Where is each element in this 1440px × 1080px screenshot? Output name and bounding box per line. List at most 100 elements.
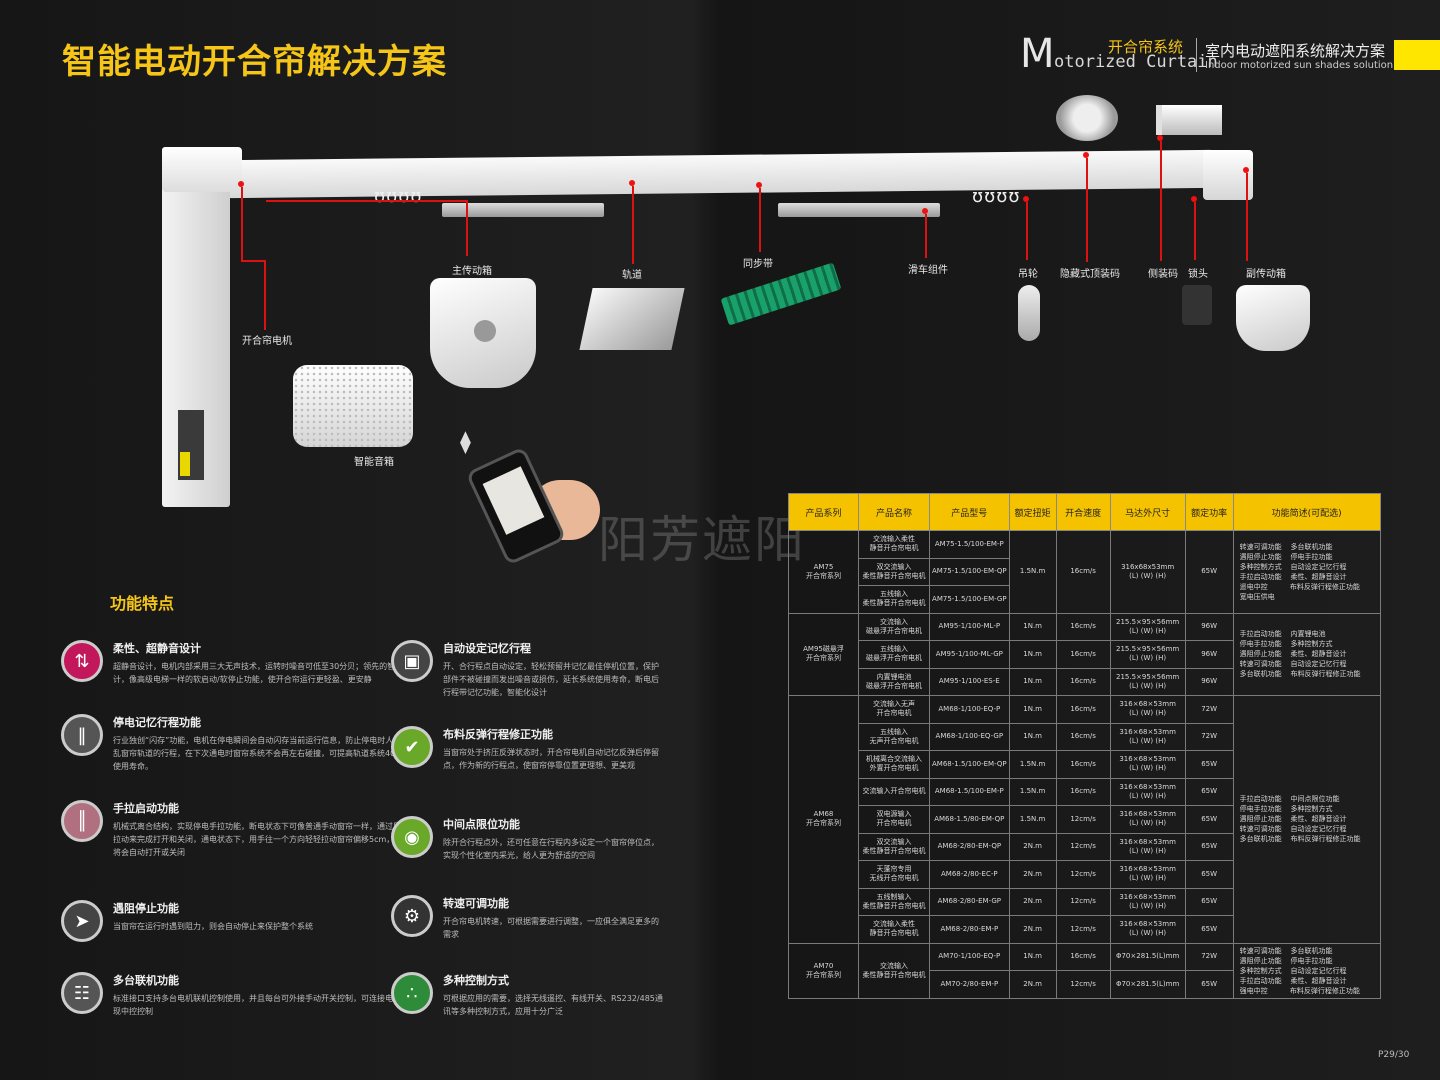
table-cell: 2N.m (1008, 915, 1057, 944)
brand-subtitle-en: Indoor motorized sun shades solution (1205, 60, 1394, 71)
label-aux-gear: 副传动箱 (1246, 269, 1286, 280)
table-cell: 65W (1184, 530, 1234, 614)
table-cell: 16cm/s (1055, 612, 1111, 641)
table-cell: 1.5N.m (1008, 530, 1057, 614)
feature-item: ‖停电记忆行程功能行业独创“闪存”功能，电机在停电瞬间会自动闪存当前运行信息，防… (61, 714, 413, 773)
pointer-dot-aux-gear (1243, 167, 1249, 173)
feature-desc: 机械式离合结构，实现停电手拉功能，断电状态下可像普通手动窗帘一样，通过用手拉动来… (113, 822, 411, 857)
feature-item: ║手拉启动功能机械式离合结构，实现停电手拉功能，断电状态下可像普通手动窗帘一样，… (61, 800, 413, 859)
table-cell: 16cm/s (1055, 722, 1111, 751)
table-cell: 16cm/s (1055, 695, 1111, 724)
label-hanger: 吊轮 (1018, 269, 1038, 280)
feature-item: ➤遇阻停止功能当窗帘在运行时遇到阻力，则会自动停止来保护整个系统 (61, 900, 413, 942)
aux-gearbox-image (1236, 285, 1310, 351)
table-cell: 交流输入开合帘电机 (858, 777, 930, 806)
table-cell: 215.5×95×56mm(L) (W) (H) (1109, 640, 1186, 669)
smart-speaker-image (293, 365, 413, 447)
spec-table: 产品系列产品名称产品型号额定扭矩开合速度马达外尺寸额定功率功能简述(可配选) A… (788, 493, 1381, 999)
table-cell: 96W (1184, 612, 1234, 641)
table-cell: 16cm/s (1055, 750, 1111, 779)
label-belt: 同步带 (743, 259, 773, 270)
brand-divider (1196, 38, 1197, 72)
table-cell: 72W (1184, 722, 1234, 751)
wifi-icon: ⧫ (460, 430, 471, 455)
table-cell: 65W (1184, 970, 1234, 999)
table-cell: AM68-2/80-EM-P (929, 915, 1010, 944)
table-cell: 12cm/s (1055, 887, 1111, 916)
table-cell: 12cm/s (1055, 805, 1111, 834)
table-cell: 五线输入无声开合帘电机 (858, 722, 930, 751)
feature-item: ✔布料反弹行程修正功能当窗帘处于挤压反弹状态时，开合帘电机自动记忆反弹后停留点，… (391, 726, 663, 772)
label-speaker: 智能音箱 (354, 457, 394, 468)
phone-in-hand-image: ⧫ (460, 430, 600, 566)
leader-line-gear (266, 200, 466, 202)
table-cell: 内置锂电池磁悬浮开合帘电机 (858, 667, 930, 696)
pointer-dot-lock (1191, 196, 1197, 202)
table-cell: 96W (1184, 640, 1234, 669)
feature-item: ⚙转速可调功能开合帘电机转速，可根据需要进行调整，一应俱全满足更多的需求 (391, 895, 663, 941)
column-header: 产品型号 (929, 493, 1010, 531)
motor-label-plate (178, 410, 204, 480)
table-cell: 12cm/s (1055, 832, 1111, 861)
table-cell: AM95磁悬浮开合帘系列 (788, 612, 859, 696)
feature-title: 柔性、超静音设计 (113, 642, 201, 655)
table-cell: 五线输入磁悬浮开合帘电机 (858, 640, 930, 669)
carriage-bracket-left-image (442, 203, 604, 217)
table-cell: AM68-2/80-EM-GP (929, 887, 1010, 916)
feature-desc: 当窗帘在运行时遇到阻力，则会自动停止来保护整个系统 (113, 922, 313, 931)
table-cell: Φ70×281.5(L)mm (1109, 970, 1186, 999)
curtain-pull-icon: ║ (61, 800, 103, 842)
gears-icon: ⚙ (391, 895, 433, 937)
pointer-dot-hanger (1023, 196, 1029, 202)
feature-item: ☷多台联机功能标准接口支持多台电机联机控制使用，并且每台可外接手动开关控制，可连… (61, 972, 413, 1018)
leader-line-carriage (925, 214, 927, 258)
table-cell: 16cm/s (1055, 942, 1111, 971)
table-cell: 双电源输入开合帘电机 (858, 805, 930, 834)
table-cell: 65W (1184, 887, 1234, 916)
feature-desc: 超静音设计，电机内部采用三大无声技术，运转时噪音可低至30分贝；领先的智能设计，… (113, 662, 412, 684)
leader-line-lock (1194, 202, 1196, 260)
table-cell: AM70-1/100-EQ-P (929, 942, 1010, 971)
watermark: 阳芳遮阳 (598, 511, 806, 569)
table-cell: 双交流输入柔性静音开合帘电机 (858, 832, 930, 861)
table-cell: AM68-1.5/80-EM-QP (929, 805, 1010, 834)
column-header: 马达外尺寸 (1109, 493, 1186, 531)
table-cell: 交流输入无声开合帘电机 (858, 695, 930, 724)
leader-line-aux-gear (1246, 173, 1248, 261)
check-icon: ✔ (391, 726, 433, 768)
midpoint-icon: ◉ (391, 816, 433, 858)
feature-title: 转速可调功能 (443, 897, 509, 910)
arrow-stop-icon: ➤ (61, 900, 103, 942)
table-cell: 1N.m (1008, 667, 1057, 696)
feature-title: 中间点限位功能 (443, 818, 520, 831)
brand-en: otorized Curtain (1054, 52, 1218, 72)
table-cell: 316×68×53mm(L) (W) (H) (1109, 915, 1186, 944)
feature-item: ⇅柔性、超静音设计超静音设计，电机内部采用三大无声技术，运转时噪音可低至30分贝… (61, 640, 413, 686)
label-main-gear: 主传动箱 (452, 266, 492, 277)
table-cell: AM68-2/80-EC-P (929, 860, 1010, 889)
features-title: 功能特点 (110, 594, 175, 613)
table-cell: 316×68×53mm(L) (W) (H) (1109, 832, 1186, 861)
table-cell: 机械离合交流输入外置开合帘电机 (858, 750, 930, 779)
table-cell: 转速可调功能 多台联机功能 遇阻停止功能 停电手拉功能 多种控制方式 自动设定记… (1232, 530, 1381, 614)
page-title: 智能电动开合帘解决方案 (62, 42, 447, 82)
table-cell: 12cm/s (1055, 860, 1111, 889)
table-cell: 65W (1184, 750, 1234, 779)
table-cell: 316×68×53mm(L) (W) (H) (1109, 887, 1186, 916)
table-cell: AM68-1/100-EQ-P (929, 695, 1010, 724)
pointer-dot-carriage (922, 208, 928, 214)
table-cell: 1.5N.m (1008, 750, 1057, 779)
hooks-right-image: ʊʊʊʊ (972, 186, 1021, 207)
table-cell: 316×68×53mm(L) (W) (H) (1109, 860, 1186, 889)
table-cell: AM68-1/100-EQ-GP (929, 722, 1010, 751)
feature-item: ∴多种控制方式可根据应用的需要，选择无线遥控、有线开关、RS232/485通讯等… (391, 972, 663, 1018)
